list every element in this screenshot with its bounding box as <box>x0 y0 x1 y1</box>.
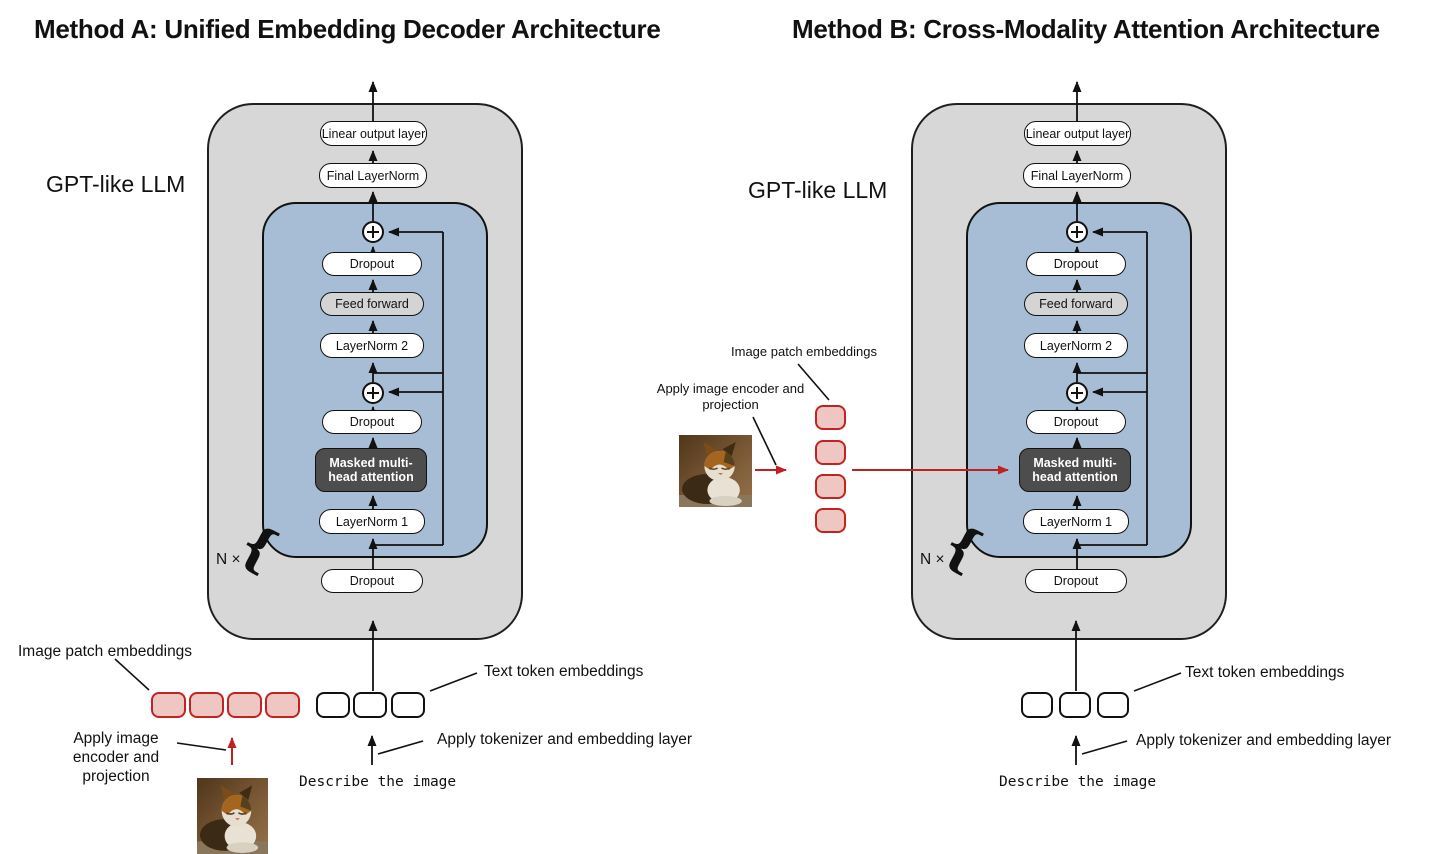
dropout-mid-b: Dropout <box>1026 410 1126 434</box>
cat-photo-a <box>197 778 268 854</box>
linear-output-layer-a: Linear output layer <box>320 121 427 146</box>
text-token-embeddings-label-b: Text token embeddings <box>1185 664 1345 681</box>
text-token <box>391 692 425 718</box>
text-token <box>1097 692 1129 718</box>
repeat-n-times-a: N × <box>216 551 241 568</box>
image-patch-embeddings-label-b: Image patch embeddings <box>731 344 877 359</box>
linear-output-layer-b: Linear output layer <box>1024 121 1131 146</box>
image-patch-token <box>815 474 846 499</box>
image-patch-token <box>815 508 846 533</box>
add-node-top-b <box>1066 221 1088 243</box>
text-token <box>1059 692 1091 718</box>
apply-image-encoder-label-b: Apply image encoder and projection <box>656 381 805 412</box>
prompt-text-a: Describe the image <box>299 774 457 790</box>
masked-attention-b: Masked multi-head attention <box>1019 448 1131 492</box>
dropout-upper-a: Dropout <box>322 252 422 276</box>
masked-attention-a: Masked multi-head attention <box>315 448 427 492</box>
cat-photo-b <box>679 435 752 507</box>
final-layernorm-b: Final LayerNorm <box>1023 163 1131 188</box>
title-method-a: Method A: Unified Embedding Decoder Arch… <box>34 14 661 44</box>
apply-tokenizer-label-b: Apply tokenizer and embedding layer <box>1136 732 1392 749</box>
layernorm-1-a: LayerNorm 1 <box>319 509 425 534</box>
text-token-embeddings-label-a: Text token embeddings <box>484 663 644 680</box>
text-token <box>353 692 387 718</box>
text-token <box>1021 692 1053 718</box>
image-patch-token <box>189 692 224 718</box>
prompt-text-b: Describe the image <box>999 774 1157 790</box>
apply-tokenizer-label-a: Apply tokenizer and embedding layer <box>437 731 693 748</box>
apply-image-encoder-label-a: Apply image encoder and projection <box>72 730 160 785</box>
layernorm-2-a: LayerNorm 2 <box>320 333 424 358</box>
final-layernorm-a: Final LayerNorm <box>319 163 427 188</box>
layernorm-2-b: LayerNorm 2 <box>1024 333 1128 358</box>
image-patch-embeddings-label-a: Image patch embeddings <box>18 643 193 660</box>
dropout-upper-b: Dropout <box>1026 252 1126 276</box>
add-node-mid-b <box>1066 382 1088 404</box>
image-patch-token <box>227 692 262 718</box>
image-patch-token <box>265 692 300 718</box>
feed-forward-a: Feed forward <box>320 292 424 316</box>
dropout-bottom-a: Dropout <box>321 569 423 593</box>
repeat-n-times-b: N × <box>920 551 945 568</box>
add-node-top-a <box>362 221 384 243</box>
wires-method-b <box>752 81 1182 765</box>
add-node-mid-a <box>362 382 384 404</box>
wires-method-a <box>114 81 478 765</box>
image-patch-token <box>815 440 846 465</box>
layernorm-1-b: LayerNorm 1 <box>1023 509 1129 534</box>
text-token <box>316 692 350 718</box>
image-patch-token <box>815 405 846 430</box>
gpt-llm-label-b: GPT-like LLM <box>748 177 888 203</box>
feed-forward-b: Feed forward <box>1024 292 1128 316</box>
title-method-b: Method B: Cross-Modality Attention Archi… <box>792 14 1380 44</box>
image-patch-token <box>151 692 186 718</box>
dropout-mid-a: Dropout <box>322 410 422 434</box>
dropout-bottom-b: Dropout <box>1025 569 1127 593</box>
gpt-llm-label-a: GPT-like LLM <box>46 171 186 197</box>
